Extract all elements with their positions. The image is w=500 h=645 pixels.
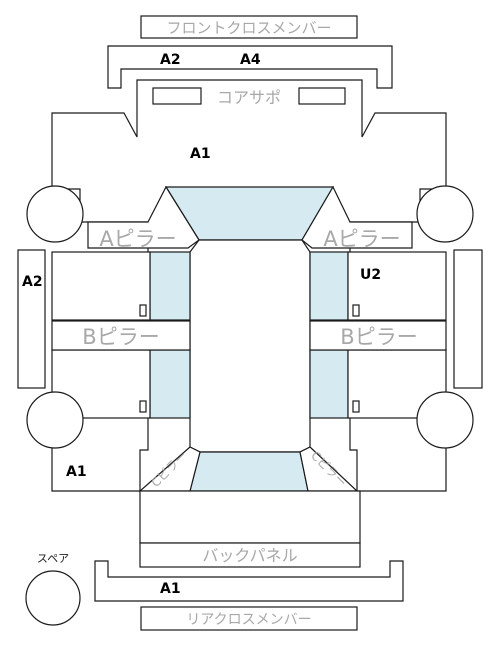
rear-cross-member-box[interactable] xyxy=(140,606,358,631)
left-b-pillar-label: Bピラー xyxy=(82,325,159,349)
right-front-door-handle xyxy=(352,304,360,317)
right-front-door[interactable] xyxy=(347,251,447,321)
right-b-pillar-label: Bピラー xyxy=(340,325,417,349)
right-a-pillar-label: Aピラー xyxy=(323,227,400,251)
core-support-left-box[interactable] xyxy=(152,87,202,105)
left-front-door[interactable] xyxy=(51,251,151,321)
roof-panel[interactable] xyxy=(189,239,311,453)
front-bracket-member[interactable] xyxy=(107,45,393,89)
back-panel-label: バックパネル xyxy=(202,546,297,565)
rear-member-code: A1 xyxy=(160,581,181,597)
left-front-door-glass[interactable] xyxy=(149,251,191,321)
front-member-left-code: A2 xyxy=(160,52,181,68)
spare-label: スペア xyxy=(37,552,69,565)
back-panel-box[interactable] xyxy=(139,542,361,568)
front-right-wheel[interactable] xyxy=(416,185,474,243)
rear-right-wheel[interactable] xyxy=(416,391,474,449)
left-rear-door-handle xyxy=(139,400,147,413)
trunk-lid[interactable] xyxy=(139,490,361,544)
core-support-right-box[interactable] xyxy=(298,87,346,105)
front-member-right-code: A4 xyxy=(240,52,261,68)
front-body-code: A1 xyxy=(190,146,211,162)
left-rear-door-glass[interactable] xyxy=(149,349,191,419)
right-front-door-glass[interactable] xyxy=(309,251,349,321)
left-rear-quarter-code: A1 xyxy=(66,464,87,480)
right-rear-door-handle xyxy=(352,400,360,413)
front-cross-member-label: フロントクロスメンバー xyxy=(166,19,331,37)
left-a-pillar-label: Aピラー xyxy=(99,227,176,251)
front-cross-member-box[interactable] xyxy=(140,15,358,39)
right-b-pillar[interactable] xyxy=(309,320,447,351)
right-upper-panel-code: U2 xyxy=(360,267,381,283)
core-support-label: コアサポ xyxy=(217,88,281,107)
left-side-sill[interactable] xyxy=(17,249,46,389)
left-a-pillar[interactable] xyxy=(87,185,200,249)
rear-window-glass[interactable] xyxy=(189,451,309,492)
left-b-pillar[interactable] xyxy=(51,320,191,351)
front-left-wheel[interactable] xyxy=(26,185,84,243)
left-side-sill-code: A2 xyxy=(22,274,43,290)
right-side-sill[interactable] xyxy=(453,249,483,389)
right-a-pillar[interactable] xyxy=(301,185,413,249)
rear-bracket-member[interactable] xyxy=(94,560,404,602)
rear-cross-member-label: リアクロスメンバー xyxy=(186,612,311,628)
right-rear-door-glass[interactable] xyxy=(309,349,349,419)
rear-left-wheel[interactable] xyxy=(26,391,84,449)
left-front-door-handle xyxy=(139,304,147,317)
spare-tire[interactable] xyxy=(25,570,81,626)
